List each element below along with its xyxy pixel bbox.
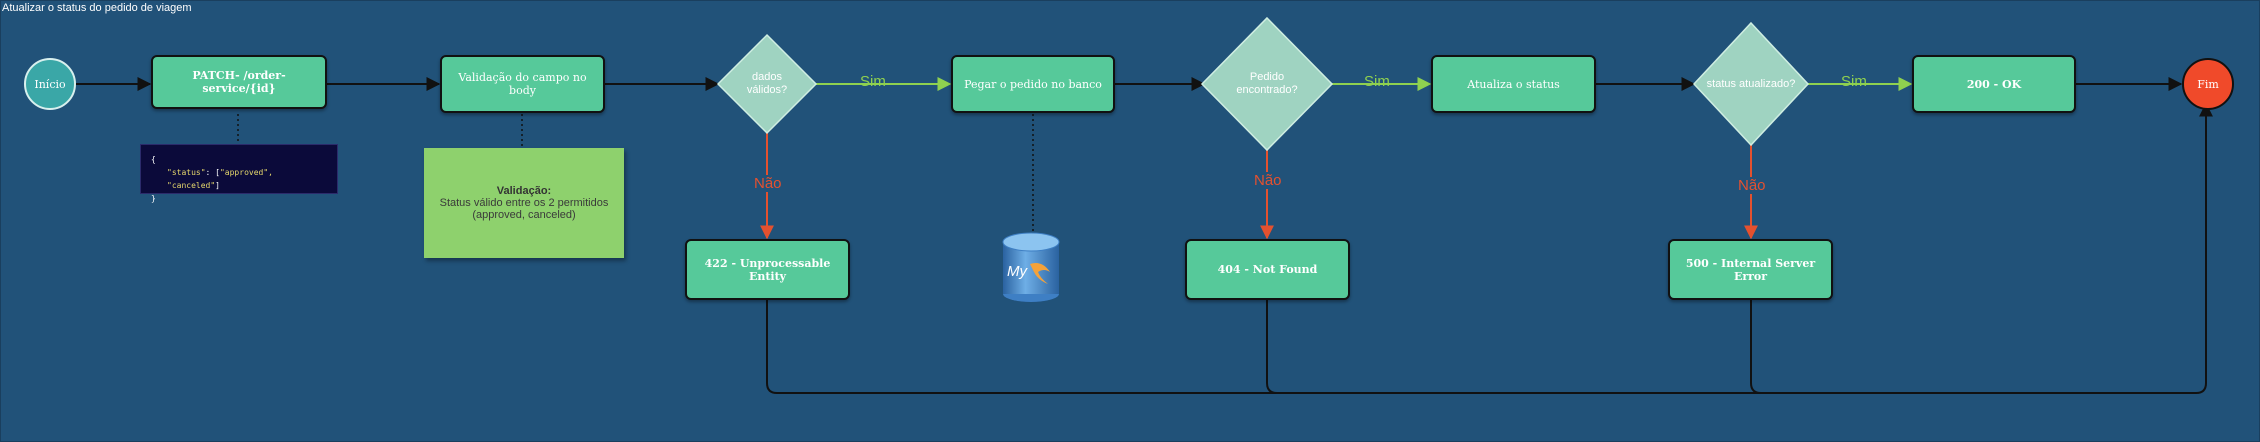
edge-label-no-3: Não [1736, 177, 1768, 194]
validate-field-node: Validação do campo no body [440, 55, 605, 113]
end-node: Fim [2182, 58, 2234, 110]
decision-status-updated-shape [1692, 21, 1810, 147]
diagram-title: Atualizar o status do pedido de viagem [2, 2, 192, 14]
request-body-code: { "status": ["approved", "canceled"] } [140, 144, 338, 203]
edge-label-no-2: Não [1252, 172, 1284, 189]
ok-200-node: 200 - OK [1912, 55, 2076, 113]
code-values: "approved", "canceled" [167, 168, 273, 190]
code-close-array: ] [215, 181, 220, 190]
edge-500-end [1750, 300, 2196, 394]
error-404-node: 404 - Not Found [1185, 239, 1350, 300]
edge-label-no-1: Não [752, 175, 784, 192]
code-line-status: "status": ["approved", "canceled"] [151, 166, 327, 192]
code-key: "status" [167, 168, 206, 177]
fetch-order-node: Pegar o pedido no banco [951, 55, 1115, 113]
patch-endpoint-node: PATCH- /order-service/{id} [151, 55, 327, 109]
edge-422-end [766, 102, 2213, 394]
code-sep: : [ [205, 168, 220, 177]
edge-label-yes-1: Sim [860, 73, 886, 90]
mysql-logo-text: My [1007, 263, 1028, 280]
decision-status-updated: status atualizado? [1706, 77, 1796, 90]
start-node: Início [24, 58, 76, 110]
update-status-node: Atualiza o status [1431, 55, 1596, 113]
decision-order-found-shape [1200, 16, 1334, 152]
error-422-node: 422 - Unprocessable Entity [685, 239, 850, 300]
decision-order-found: Pedido encontrado? [1236, 71, 1298, 96]
validation-note-body: Status válido entre os 2 permitidos (app… [439, 197, 609, 221]
decision-valid-data: dados válidos? [746, 71, 788, 96]
mysql-database-icon: My [1000, 230, 1062, 304]
error-500-node: 500 - Internal Server Error [1668, 239, 1833, 300]
edge-404-end [1266, 300, 2196, 394]
code-line-close: } [151, 194, 156, 203]
edge-label-yes-2: Sim [1364, 73, 1390, 90]
edge-label-yes-3: Sim [1841, 73, 1867, 90]
code-line-open: { [151, 155, 156, 164]
validation-note-heading: Validação: [496, 185, 552, 197]
decision-valid-data-shape [716, 33, 818, 135]
validation-note: Validação: Status válido entre os 2 perm… [424, 148, 624, 258]
